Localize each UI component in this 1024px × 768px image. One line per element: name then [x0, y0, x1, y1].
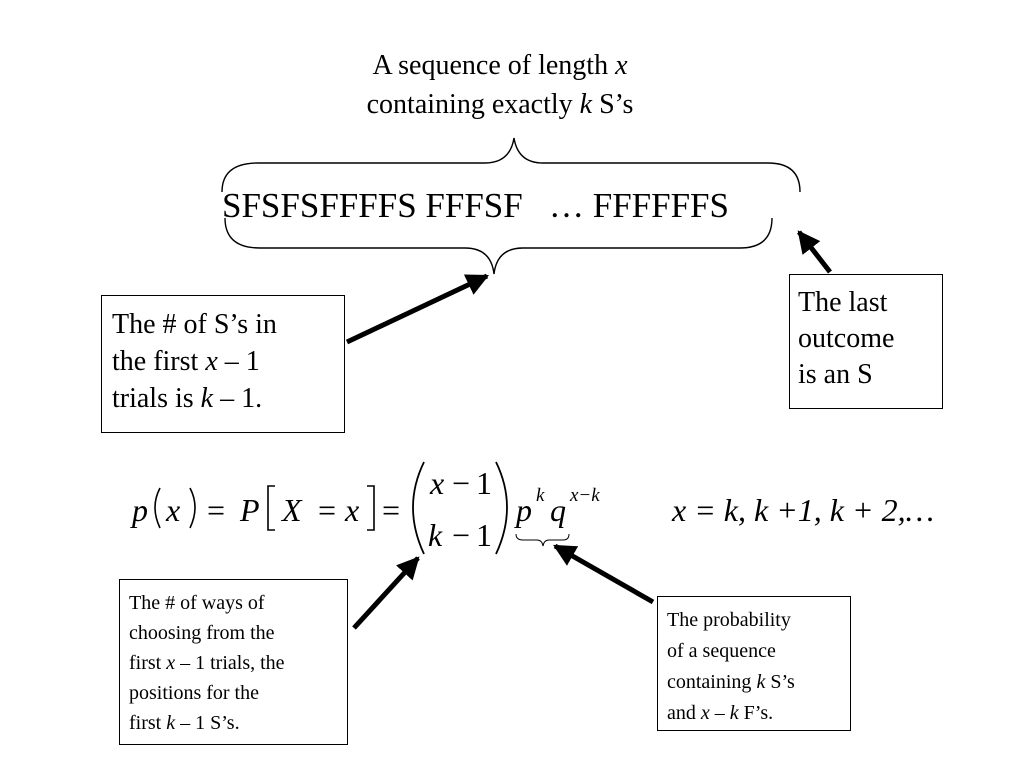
formula-p: p — [130, 492, 148, 528]
formula-x: x — [165, 492, 180, 528]
box-var-k: k — [200, 383, 214, 414]
box-text: outcome — [798, 323, 895, 354]
box-var-k: k — [729, 702, 739, 724]
formula-eq-2: = — [318, 492, 336, 528]
box-text: F’s. — [738, 702, 774, 724]
arrow-first-trials — [345, 273, 490, 345]
box-text: – 1 trials, the — [175, 652, 285, 674]
box-text: choosing from the — [129, 622, 275, 644]
arrow-ways — [352, 556, 420, 630]
probability-box: The probability of a sequence containing… — [657, 596, 851, 731]
box-text: trials is — [112, 383, 201, 414]
box-var-x: x — [205, 346, 218, 377]
arrow-last-outcome — [797, 230, 832, 274]
caption-text: S’s — [592, 89, 634, 120]
box-text: The probability — [667, 609, 791, 631]
binom-paren-close — [495, 461, 508, 555]
outcome-sequence: SFSFSFFFFS FFFSF … FFFFFFS — [222, 186, 729, 225]
formula-eq-1: = — [207, 492, 225, 528]
box-text: first — [129, 652, 167, 674]
formula-eq-3: = — [382, 492, 400, 528]
box-text: The last — [798, 287, 888, 318]
box-text: – 1 S’s. — [175, 712, 240, 734]
binom-paren-open — [412, 461, 425, 555]
formula-q: q — [550, 492, 566, 528]
box-text: S’s — [765, 671, 795, 693]
first-trials-box: The # of S’s in the first x – 1 trials i… — [101, 295, 345, 433]
paren-open — [154, 487, 161, 529]
caption-var-x: x — [615, 50, 628, 81]
formula-P: P — [239, 492, 260, 528]
binom-bottom-minus: − — [452, 517, 470, 553]
formula-X: X — [280, 492, 303, 528]
box-var-k: k — [166, 712, 176, 734]
top-brace — [221, 137, 801, 193]
binom-bottom-k: k — [428, 517, 443, 553]
box-var-x: x — [166, 652, 176, 674]
caption-text: containing exactly — [366, 89, 580, 120]
box-text: is an S — [798, 359, 873, 390]
pq-brace — [515, 533, 570, 547]
box-text: of a sequence — [667, 640, 776, 662]
formula-support: x = k, k +1, k + 2,… — [671, 492, 934, 528]
binom-bottom-one: 1 — [476, 517, 492, 553]
box-text: – 1. — [213, 383, 263, 414]
box-var-k: k — [756, 671, 766, 693]
paren-close — [189, 487, 196, 529]
box-text: the first — [112, 346, 206, 377]
caption-text: A sequence of length — [372, 50, 616, 81]
caption-var-k: k — [579, 89, 593, 120]
formula-exp-k: k — [536, 485, 545, 506]
ways-box: The # of ways of choosing from the first… — [119, 579, 348, 745]
formula-x-2: x — [344, 492, 359, 528]
bracket-close — [367, 485, 375, 531]
box-text: The # of ways of — [129, 592, 265, 614]
box-text: and — [667, 702, 701, 724]
formula-exp-xk: x−k — [569, 485, 600, 506]
binom-top-one: 1 — [476, 465, 492, 501]
box-text: – 1 — [217, 346, 260, 377]
bottom-brace — [224, 217, 773, 275]
box-text: – — [709, 702, 730, 724]
box-text: positions for the — [129, 682, 259, 704]
arrow-probability — [553, 543, 655, 605]
last-outcome-box: The last outcome is an S — [789, 274, 943, 409]
sequence-caption: A sequence of length x containing exactl… — [300, 46, 700, 124]
pmf-formula: p x = P X = x = x − 1 k − 1 p k q x−k x … — [130, 461, 934, 555]
formula-p-2: p — [514, 492, 532, 528]
box-text: containing — [667, 671, 757, 693]
binom-top-x: x — [429, 465, 444, 501]
box-text: The # of S’s in — [112, 309, 277, 340]
binom-top-minus: − — [452, 465, 470, 501]
box-text: first — [129, 712, 167, 734]
box-var-x: x — [700, 702, 710, 724]
bracket-open — [267, 485, 275, 531]
